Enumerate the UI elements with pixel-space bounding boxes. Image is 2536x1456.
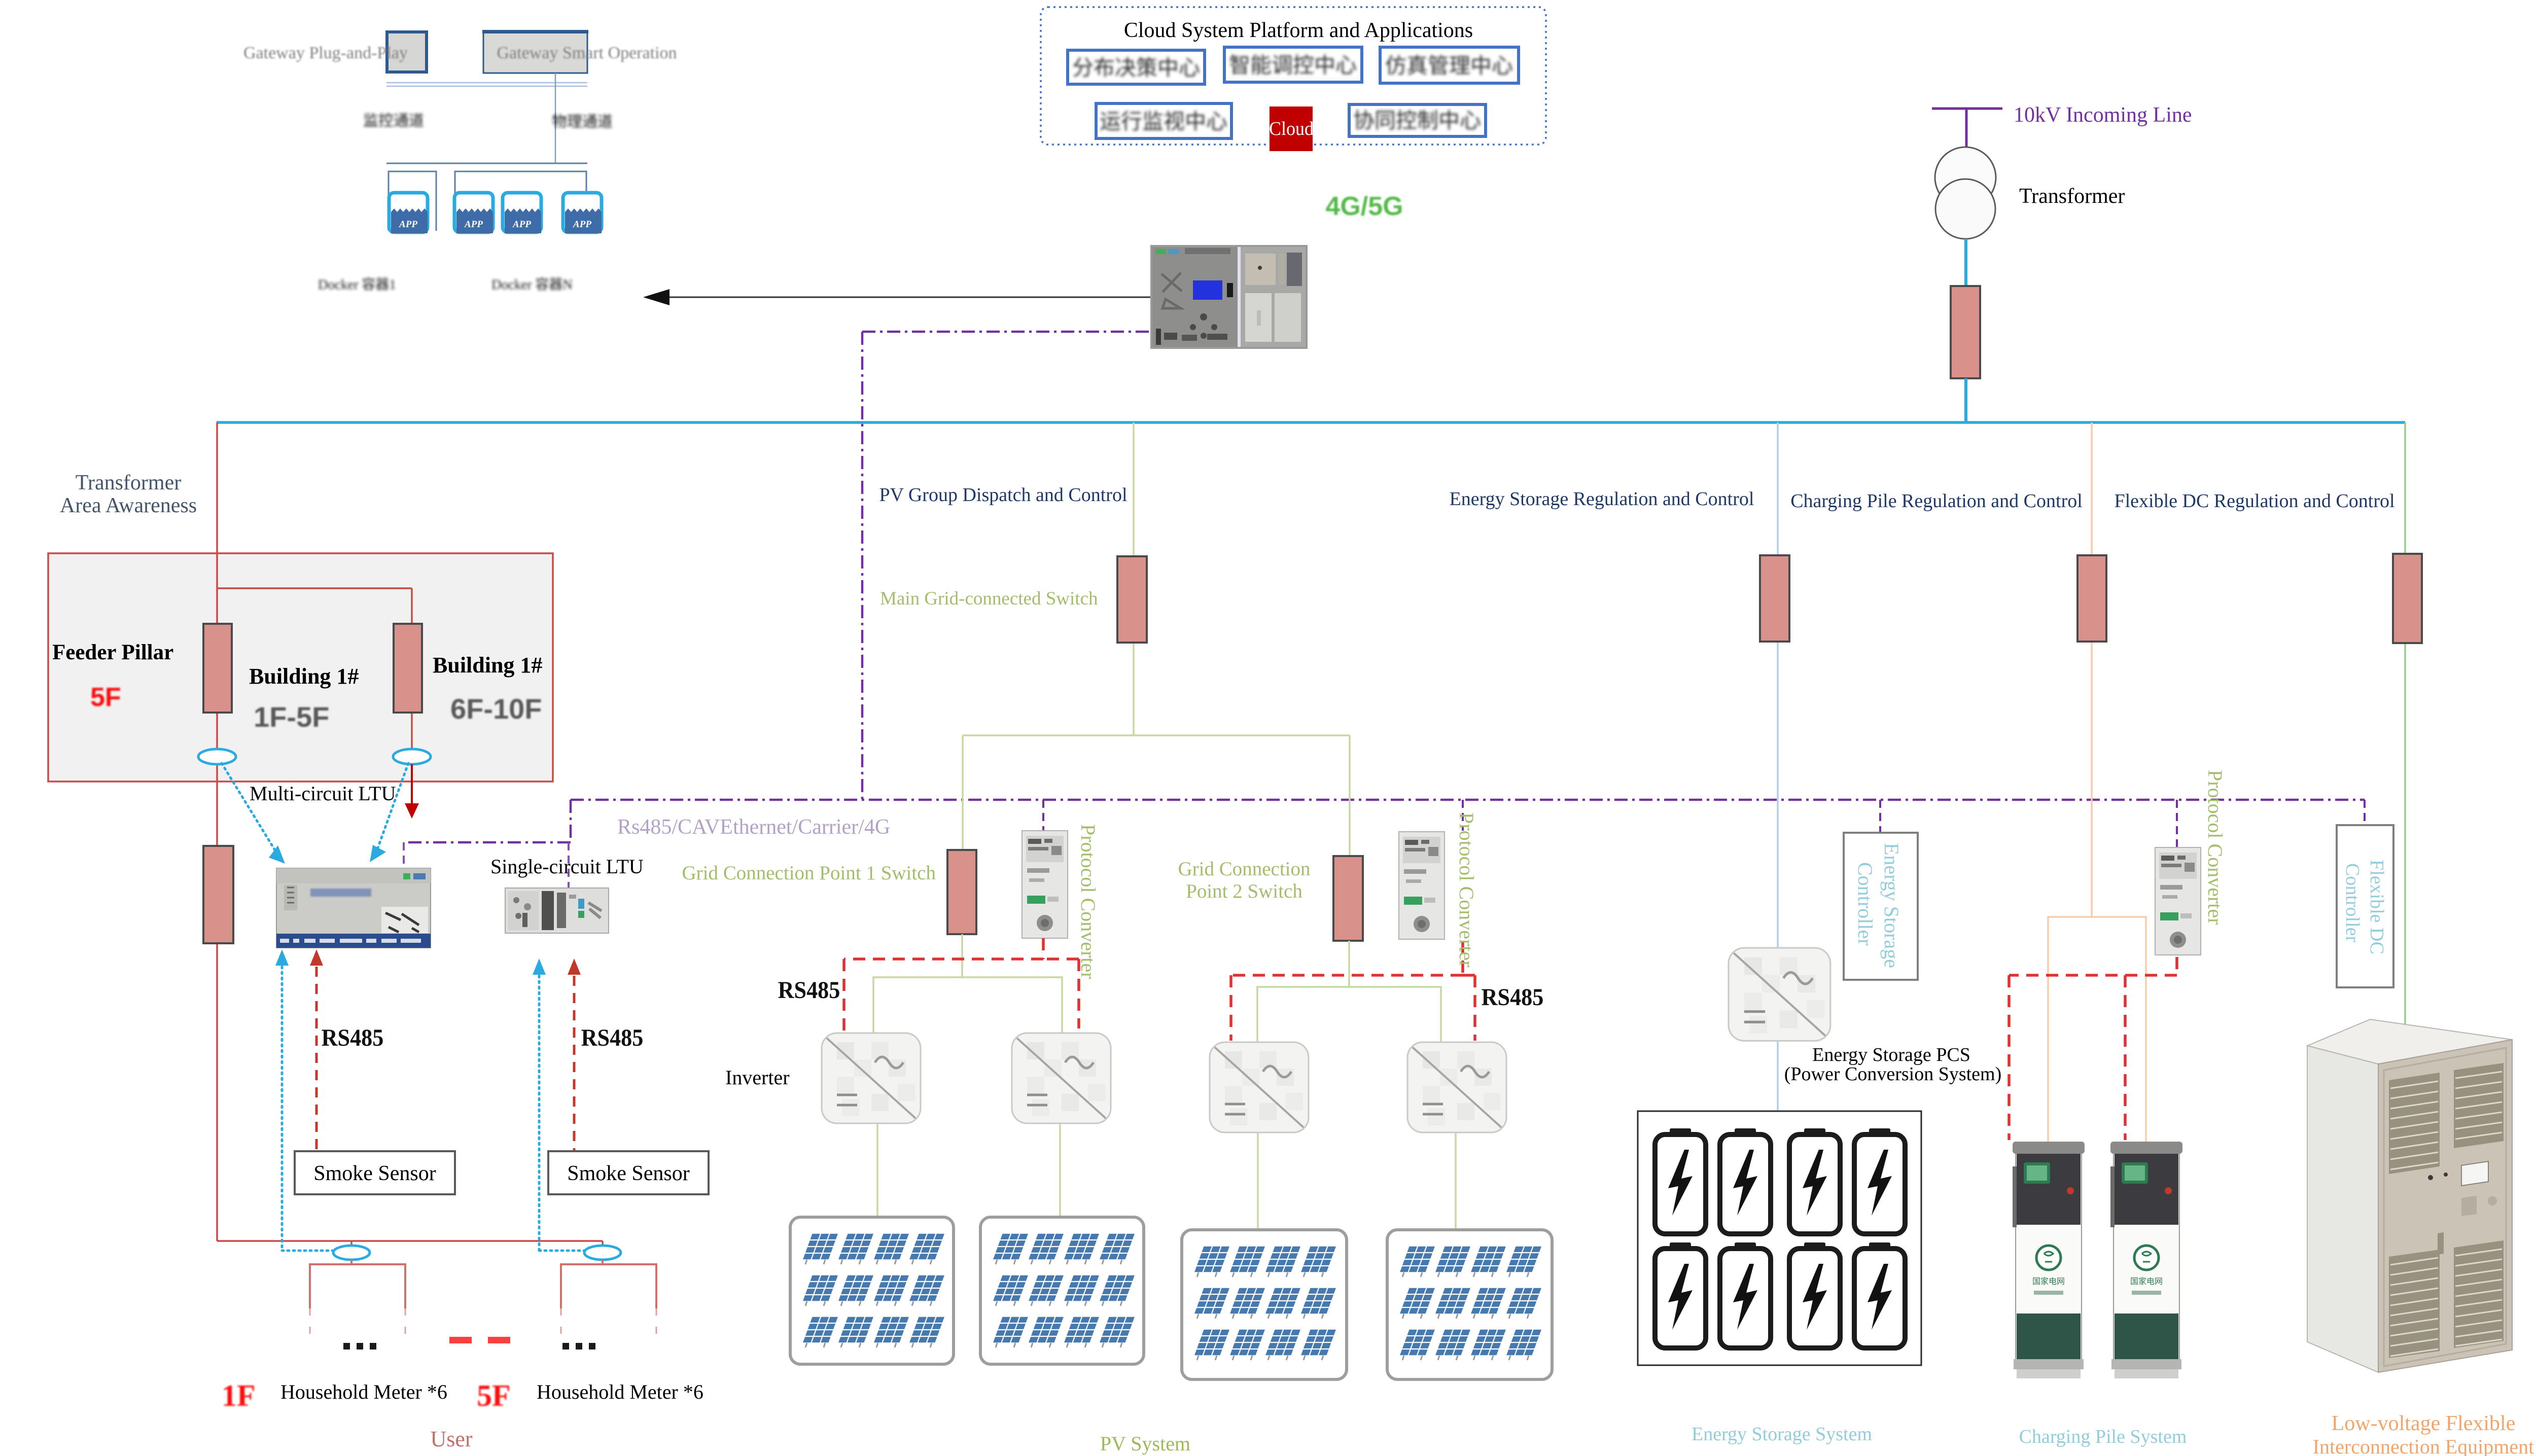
svg-text:Transformer: Transformer: [76, 471, 181, 494]
svg-text:Cloud System Platform and Appl: Cloud System Platform and Applications: [1124, 19, 1473, 42]
svg-text:分布决策中心: 分布决策中心: [1072, 57, 1200, 80]
svg-text:Feeder Pillar: Feeder Pillar: [52, 641, 173, 664]
svg-text:Inverter: Inverter: [725, 1066, 790, 1089]
svg-text:物理通道: 物理通道: [552, 114, 613, 130]
svg-text:Smoke Sensor: Smoke Sensor: [567, 1162, 690, 1185]
svg-text:Grid Connection: Grid Connection: [1178, 858, 1310, 880]
svg-text:Single-circuit LTU: Single-circuit LTU: [490, 855, 644, 878]
svg-text:Main Grid-connected Switch: Main Grid-connected Switch: [880, 588, 1098, 609]
svg-text:RS485: RS485: [322, 1024, 384, 1051]
svg-text:Gateway Smart Operation: Gateway Smart Operation: [497, 44, 677, 62]
svg-text:仿真管理中心: 仿真管理中心: [1385, 55, 1513, 78]
svg-text:协同控制中心: 协同控制中心: [1353, 110, 1481, 133]
svg-text:Controller: Controller: [1854, 862, 1877, 945]
svg-text:Energy Storage PCS: Energy Storage PCS: [1812, 1044, 1970, 1066]
svg-text:Low-voltage Flexible: Low-voltage Flexible: [2332, 1412, 2516, 1435]
svg-text:Building 1#: Building 1#: [249, 664, 359, 689]
svg-text:Protocol Converter: Protocol Converter: [1077, 824, 1100, 979]
svg-text:User: User: [430, 1427, 472, 1451]
svg-text:Gateway Plug-and-Play: Gateway Plug-and-Play: [243, 44, 408, 62]
svg-text:Controller: Controller: [2342, 863, 2363, 943]
svg-text:Charging Pile Regulation and C: Charging Pile Regulation and Control: [1790, 490, 2083, 512]
svg-text:6F-10F: 6F-10F: [450, 693, 542, 725]
svg-text:运行监视中心: 运行监视中心: [1100, 111, 1227, 134]
svg-text:Protocol Converter: Protocol Converter: [2204, 770, 2227, 925]
svg-text:Energy Storage: Energy Storage: [1880, 843, 1903, 968]
svg-text:Cloud: Cloud: [1269, 118, 1314, 139]
svg-text:RS485: RS485: [1482, 983, 1544, 1010]
svg-text:Grid Connection Point 1 Switch: Grid Connection Point 1 Switch: [682, 862, 936, 884]
svg-text:Charging Pile System: Charging Pile System: [2019, 1426, 2187, 1447]
svg-text:10kV Incoming Line: 10kV Incoming Line: [2014, 103, 2192, 127]
svg-text:Area Awareness: Area Awareness: [60, 494, 197, 517]
svg-text:Interconnection Equipment: Interconnection Equipment: [2313, 1435, 2534, 1456]
svg-text:5F: 5F: [90, 683, 121, 712]
svg-text:5F: 5F: [477, 1379, 511, 1412]
svg-text:Rs485/CAVEthernet/Carrier/4G: Rs485/CAVEthernet/Carrier/4G: [617, 815, 890, 839]
svg-text:Household Meter *6: Household Meter *6: [280, 1380, 447, 1403]
svg-text:Smoke Sensor: Smoke Sensor: [313, 1162, 436, 1185]
svg-text:监控通道: 监控通道: [363, 113, 424, 129]
svg-text:Flexible DC Regulation and Con: Flexible DC Regulation and Control: [2114, 490, 2394, 512]
svg-text:Flexible DC: Flexible DC: [2366, 860, 2387, 954]
svg-text:Energy Storage Regulation and: Energy Storage Regulation and Control: [1450, 488, 1754, 510]
svg-text:RS485: RS485: [581, 1024, 644, 1051]
svg-text:4G/5G: 4G/5G: [1325, 192, 1403, 221]
svg-text:Multi-circuit LTU: Multi-circuit LTU: [250, 782, 396, 805]
svg-text:Protocol Converter: Protocol Converter: [1455, 812, 1478, 968]
svg-text:Point 2 Switch: Point 2 Switch: [1186, 880, 1302, 902]
svg-text:1F: 1F: [222, 1379, 256, 1412]
svg-text:1F-5F: 1F-5F: [254, 701, 329, 733]
svg-text:Energy Storage System: Energy Storage System: [1692, 1424, 1872, 1445]
svg-text:Docker 容器1: Docker 容器1: [318, 277, 396, 292]
svg-text:智能调控中心: 智能调控中心: [1229, 54, 1357, 78]
svg-text:PV Group Dispatch and Control: PV Group Dispatch and Control: [879, 484, 1127, 506]
svg-text:Docker 容器N: Docker 容器N: [491, 277, 573, 292]
svg-text:Building 1#: Building 1#: [433, 653, 542, 678]
svg-text:PV System: PV System: [1100, 1432, 1190, 1455]
svg-text:(Power Conversion System): (Power Conversion System): [1784, 1063, 2002, 1085]
svg-text:RS485: RS485: [778, 976, 840, 1003]
svg-text:Transformer: Transformer: [2019, 185, 2125, 208]
svg-text:Household Meter *6: Household Meter *6: [537, 1380, 703, 1403]
svg-text:国家电网: 国家电网: [2032, 1277, 2065, 1286]
